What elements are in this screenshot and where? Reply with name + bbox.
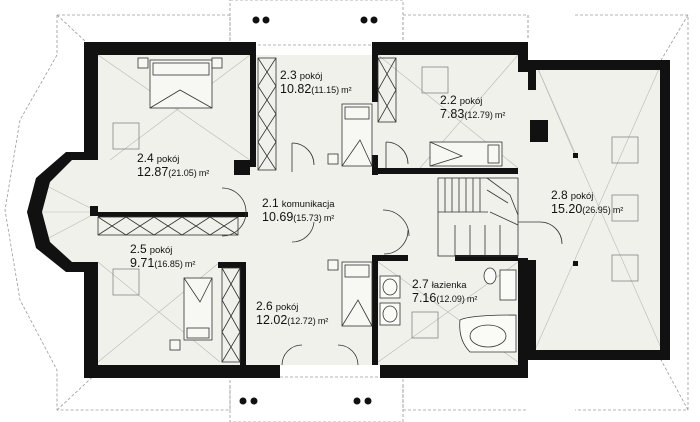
svg-text:12.02(12.72)m²: 12.02(12.72)m²: [256, 313, 328, 327]
svg-text:12.87(21.05)m²: 12.87(21.05)m²: [137, 165, 209, 179]
svg-text:10.69(15.73)m²: 10.69(15.73)m²: [262, 210, 334, 224]
beds: [137, 57, 503, 351]
bathroom-fixtures: [379, 267, 517, 353]
wardrobes: [97, 57, 397, 363]
svg-text:7.16(12.09)m²: 7.16(12.09)m²: [412, 291, 477, 305]
chimney-markers: [239, 16, 578, 405]
svg-text:15.20(26.95)m²: 15.20(26.95)m²: [551, 202, 623, 216]
staircase: [437, 177, 519, 257]
svg-text:7.83(12.79)m²: 7.83(12.79)m²: [440, 107, 505, 121]
svg-text:10.82(11.15)m²: 10.82(11.15)m²: [280, 82, 352, 96]
svg-text:9.71(16.85)m²: 9.71(16.85)m²: [130, 256, 195, 270]
door-swings: [221, 141, 563, 366]
walls: [27, 42, 670, 378]
roof-outline: [4, 0, 689, 422]
skylights: [112, 66, 639, 339]
